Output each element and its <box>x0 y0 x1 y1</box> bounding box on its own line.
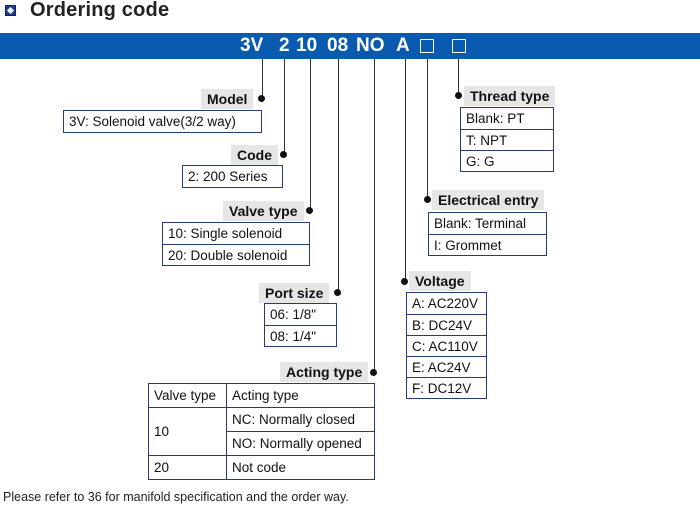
valve-type-options: 10: Single solenoid 20: Double solenoid <box>162 222 310 266</box>
thread-type-options: Blank: PT T: NPT G: G <box>460 107 554 172</box>
code-leader-line <box>284 59 285 156</box>
table-cell-valve-type: 10 <box>148 407 227 456</box>
valve-type-connector-dot <box>306 207 313 214</box>
voltage-label: Voltage <box>409 271 471 291</box>
thread-type-option: G: G <box>461 150 553 171</box>
code-part-valve-type: 10 <box>296 35 318 56</box>
voltage-option: B: DC24V <box>407 314 486 335</box>
table-row: 20 Not code <box>148 455 375 480</box>
model-leader-line <box>262 59 263 99</box>
electrical-entry-option: Blank: Terminal <box>434 216 527 231</box>
acting-type-label: Acting type <box>280 362 369 382</box>
voltage-option: E: AC24V <box>407 356 486 377</box>
voltage-options: A: AC220V B: DC24V C: AC110V E: AC24V F:… <box>406 292 487 399</box>
valve-type-option: 10: Single solenoid <box>168 226 283 241</box>
code-part-acting-type: NO <box>356 35 385 56</box>
voltage-leader-line <box>405 59 406 282</box>
acting-type-table: Valve type Acting type 10 NC: Normally c… <box>148 383 375 480</box>
model-label: Model <box>201 89 254 109</box>
electrical-entry-option: I: Grommet <box>429 234 546 255</box>
ordering-code-bar: 3V 2 10 08 NO A <box>0 33 700 59</box>
code-part-port-size: 08 <box>327 35 349 56</box>
table-row: NO: Normally opened <box>149 431 375 456</box>
thread-type-leader-line <box>458 59 459 96</box>
code-options: 2: 200 Series <box>182 165 283 188</box>
thread-type-placeholder-box <box>452 39 466 53</box>
port-size-label: Port size <box>259 283 330 303</box>
thread-type-label: Thread type <box>464 86 556 106</box>
port-size-option: 06: 1/8" <box>270 307 317 322</box>
table-cell-acting-type: NC: Normally closed <box>226 407 375 432</box>
thread-type-option: Blank: PT <box>466 111 525 126</box>
port-size-leader-line <box>338 59 339 293</box>
port-size-connector-dot <box>334 289 341 296</box>
table-cell-acting-type: Not code <box>226 455 375 480</box>
model-connector-dot <box>258 95 265 102</box>
footnote: Please refer to 36 for manifold specific… <box>3 490 349 504</box>
table-header-valve-type: Valve type <box>148 383 227 408</box>
electrical-entry-options: Blank: Terminal I: Grommet <box>428 212 547 256</box>
voltage-option: A: AC220V <box>412 296 479 311</box>
acting-type-connector-dot <box>370 369 377 376</box>
code-label: Code <box>231 145 278 165</box>
model-option: 3V: Solenoid valve(3/2 way) <box>69 114 236 129</box>
valve-type-label: Valve type <box>223 201 304 221</box>
code-part-series: 3V <box>240 35 264 56</box>
table-header-acting-type: Acting type <box>226 383 375 408</box>
electrical-entry-connector-dot <box>424 196 431 203</box>
title-bullet-icon <box>5 5 16 16</box>
code-option: 2: 200 Series <box>188 169 268 184</box>
code-connector-dot <box>280 151 287 158</box>
electrical-entry-label: Electrical entry <box>432 190 545 210</box>
thread-type-option: T: NPT <box>461 129 553 150</box>
electrical-entry-placeholder-box <box>420 39 434 53</box>
valve-type-leader-line <box>310 59 311 211</box>
port-size-option: 08: 1/4" <box>265 325 336 346</box>
model-options: 3V: Solenoid valve(3/2 way) <box>63 110 262 133</box>
port-size-options: 06: 1/8" 08: 1/4" <box>264 303 337 347</box>
voltage-option: C: AC110V <box>407 335 486 356</box>
table-cell-valve-type: 20 <box>148 455 227 480</box>
code-part-voltage: A <box>396 35 410 56</box>
acting-type-leader-line <box>374 59 375 373</box>
page-title: Ordering code <box>30 0 170 21</box>
code-part-code: 2 <box>279 35 290 56</box>
valve-type-option: 20: Double solenoid <box>163 244 309 265</box>
thread-type-connector-dot <box>455 92 462 99</box>
table-row: 10 NC: Normally closed <box>148 407 375 456</box>
voltage-option: F: DC12V <box>407 377 486 398</box>
voltage-connector-dot <box>401 278 408 285</box>
table-header-row: Valve type Acting type <box>148 383 375 408</box>
electrical-entry-leader-line <box>427 59 428 200</box>
table-cell-acting-type: NO: Normally opened <box>226 431 375 456</box>
